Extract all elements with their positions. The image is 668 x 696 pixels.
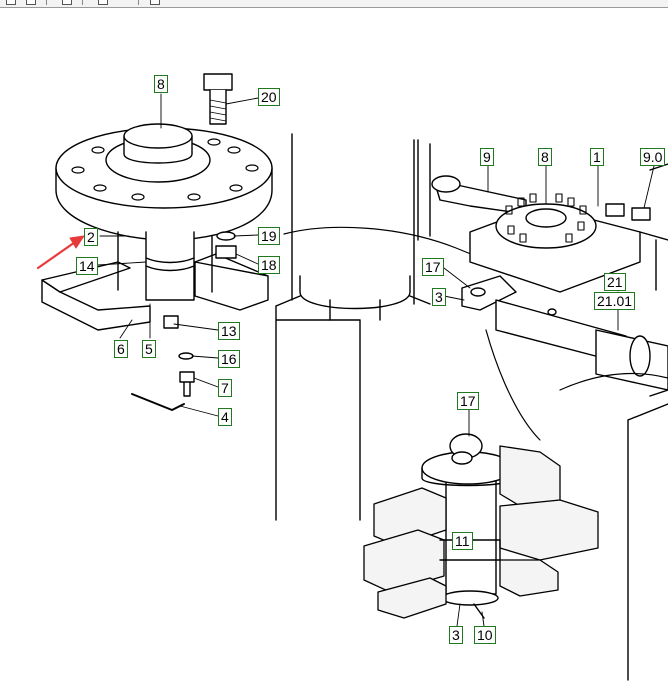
callout-14[interactable]: 14	[76, 257, 98, 275]
bushing	[117, 231, 213, 293]
flange-assembly	[41, 73, 273, 411]
hydraulic-cylinder	[461, 275, 668, 441]
toolbar-separator	[138, 0, 139, 5]
callout-9[interactable]: 9	[480, 148, 494, 166]
vertical-post	[417, 139, 431, 241]
washer-19	[216, 231, 236, 241]
bolt-7	[179, 371, 195, 397]
hex-key-4	[131, 393, 185, 411]
toolbar-strip	[0, 0, 668, 8]
column-notch	[329, 299, 381, 321]
right-hub-assembly	[417, 139, 668, 293]
callout-3-bottom[interactable]: 3	[449, 626, 463, 644]
callout-20[interactable]: 20	[258, 88, 280, 106]
callout-7[interactable]: 7	[218, 379, 232, 397]
callout-16[interactable]: 16	[218, 350, 240, 368]
callout-17-top[interactable]: 17	[422, 258, 444, 276]
toolbar-separator	[46, 0, 47, 5]
nut-1	[605, 203, 625, 217]
center-column	[275, 133, 431, 521]
bottom-ring-3	[441, 590, 499, 606]
callout-18[interactable]: 18	[258, 256, 280, 274]
right-flange-hub	[525, 208, 567, 228]
column-block	[275, 295, 431, 521]
callout-3-top[interactable]: 3	[432, 288, 446, 306]
callout-13[interactable]: 13	[218, 322, 240, 340]
callout-4[interactable]: 4	[218, 408, 232, 426]
callout-6[interactable]: 6	[114, 340, 128, 358]
red-arrow-indicator	[36, 235, 85, 270]
right-lower-column	[627, 389, 668, 681]
frame-edge	[639, 163, 668, 291]
callout-21-01[interactable]: 21.01	[594, 292, 636, 310]
ball-joint-socket	[451, 451, 473, 465]
callout-21[interactable]: 21	[604, 273, 626, 291]
washer-16	[178, 352, 194, 360]
callout-10[interactable]: 10	[474, 626, 496, 644]
toolbar-icon[interactable]	[26, 0, 36, 5]
shaft-groove	[145, 257, 195, 272]
cylinder-end	[629, 335, 651, 377]
right-flange-bolts	[505, 193, 587, 243]
callout-19[interactable]: 19	[258, 227, 280, 245]
toolbar-icon[interactable]	[150, 0, 160, 5]
hydraulic-hose	[485, 329, 668, 441]
callout-5[interactable]: 5	[142, 340, 156, 358]
bolt-13	[163, 315, 179, 329]
callout-8-right[interactable]: 8	[538, 148, 552, 166]
leader-lines	[97, 93, 655, 627]
pin-17	[470, 287, 486, 297]
callout-2[interactable]: 2	[84, 228, 98, 246]
nut-18	[215, 245, 237, 259]
toolbar-separator	[82, 0, 83, 5]
base-block-right	[194, 261, 269, 311]
bolt-20-thread	[209, 99, 227, 122]
lever-9-boss	[431, 175, 461, 193]
callout-1[interactable]: 1	[590, 148, 604, 166]
callout-9-0[interactable]: 9.0	[640, 148, 666, 166]
toolbar-icon[interactable]	[6, 0, 16, 5]
callout-8-top[interactable]: 8	[154, 75, 168, 93]
foundation-blocks	[363, 445, 599, 619]
flange-hub-top	[123, 123, 193, 149]
nut-9-0	[631, 207, 651, 221]
grease-nipple	[547, 308, 557, 316]
flange-bolt-holes	[71, 138, 259, 201]
bolt-20-head	[203, 73, 233, 91]
bolt-20-shank	[209, 89, 227, 125]
column-cap	[299, 275, 411, 310]
callout-17-bottom[interactable]: 17	[457, 392, 479, 410]
toolbar-icon[interactable]	[62, 0, 72, 5]
callout-11[interactable]: 11	[452, 532, 473, 550]
toolbar-icon[interactable]	[98, 0, 108, 5]
lower-shaft	[145, 231, 195, 301]
lower-pivot	[363, 433, 599, 619]
